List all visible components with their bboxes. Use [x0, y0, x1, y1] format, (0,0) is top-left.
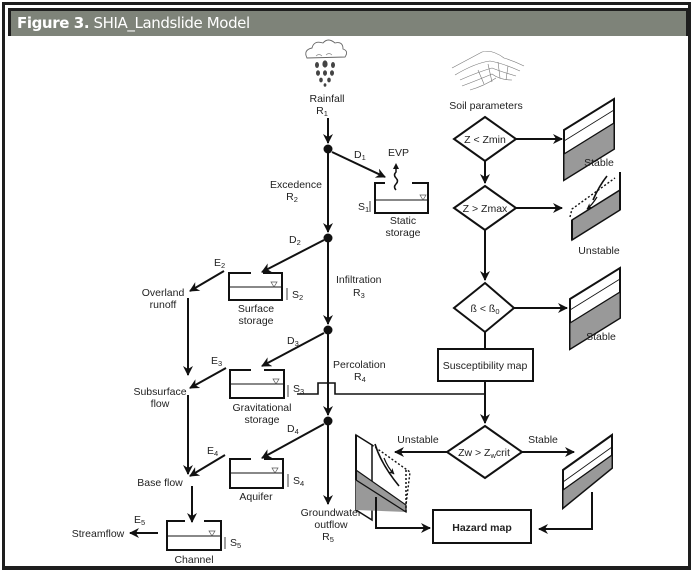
e3-arrow [189, 367, 227, 389]
s5-label: S5 [230, 537, 241, 550]
d2-label: D2 [289, 234, 301, 247]
decision-water-table [445, 424, 524, 480]
groundwater-label-1: Groundwater [301, 507, 362, 519]
mountain-sketch-icon [451, 50, 525, 91]
e4-arrow [189, 454, 226, 477]
s3-label: S3 [293, 383, 304, 396]
rainfall-label: Rainfall [309, 93, 344, 105]
node-d2 [323, 233, 333, 243]
channel-tank [166, 520, 222, 551]
e2-label: E2 [214, 257, 225, 270]
decision-z-min-text: Z < Zmin [464, 134, 506, 146]
unstable-slope-icon-final [355, 433, 411, 522]
evaporation-arrowhead [393, 163, 399, 169]
subsurface-flow-label-1: Subsurface [133, 386, 186, 398]
gravitational-storage-label-2: storage [244, 414, 279, 426]
stable-final-label: Stable [528, 434, 558, 446]
figure-frame [2, 2, 691, 570]
groundwater-symbol: R5 [322, 531, 334, 544]
unstable-to-hazard-arrow [375, 497, 431, 533]
gravitational-storage-label-1: Gravitational [233, 402, 292, 414]
unstable-label-1: Unstable [578, 245, 620, 257]
soil-parameters-label: Soil parameters [449, 100, 523, 112]
stable-label-1: Stable [584, 157, 614, 169]
susceptibility-map-label: Susceptibility map [443, 360, 528, 372]
aquifer-tank [229, 458, 284, 489]
node-d4 [323, 416, 333, 426]
aquifer-label: Aquifer [239, 491, 273, 503]
static-storage-label-1: Static [390, 215, 416, 227]
e2-arrow [189, 270, 225, 292]
stable-slope-icon-final [562, 433, 613, 511]
hazard-map-box [432, 509, 532, 544]
static-storage-tank [374, 182, 429, 214]
figure-title-bar: Figure 3. SHIA_Landslide Model [8, 8, 688, 36]
streamflow-label: Streamflow [72, 528, 125, 540]
unstable-final-label: Unstable [397, 434, 439, 446]
static-storage-label-2: storage [385, 227, 420, 239]
infiltration-label: Infiltration [336, 274, 382, 286]
d4-arrow [261, 423, 325, 459]
channel-label: Channel [174, 554, 213, 566]
rainfall-symbol: R1 [316, 105, 328, 118]
surface-storage-label-1: Surface [238, 303, 274, 315]
d2-arrow [261, 239, 325, 273]
excedence-label: Excedence [270, 179, 322, 191]
percolation-symbol: R4 [354, 371, 366, 384]
groundwater-label-2: outflow [314, 519, 348, 531]
stable-slope-icon-2 [569, 266, 621, 351]
node-d1 [323, 144, 333, 154]
hazard-map-label: Hazard map [452, 522, 512, 534]
subsurface-flow-label-2: flow [151, 398, 170, 410]
node-d3 [323, 325, 333, 335]
d3-arrow [261, 332, 325, 367]
stable-label-2: Stable [586, 331, 616, 343]
infiltration-symbol: R3 [353, 287, 365, 300]
surface-storage-tank [228, 272, 283, 301]
rain-cloud-icon [305, 39, 348, 87]
d1-label: D1 [354, 149, 366, 162]
e5-label: E5 [134, 514, 145, 527]
unstable-slope-icon-1 [569, 172, 621, 242]
connector-line [297, 382, 485, 395]
d1-arrow [331, 151, 386, 178]
stable-slope-icon-1 [563, 97, 615, 182]
s4-label: S4 [293, 475, 304, 488]
figure-title: SHIA_Landslide Model [93, 14, 251, 32]
figure-number: Figure 3. [17, 14, 90, 32]
e3-label: E3 [211, 355, 222, 368]
overland-runoff-label-2: runoff [150, 299, 177, 311]
d3-label: D3 [287, 335, 299, 348]
d4-label: D4 [287, 423, 299, 436]
e4-label: E4 [207, 445, 218, 458]
decision-slope-text: ß < ß0 [471, 303, 500, 316]
evaporation-squiggle [393, 168, 399, 191]
stable-to-hazard-arrow [538, 492, 593, 534]
percolation-label: Percolation [333, 359, 386, 371]
s2-label: S2 [292, 289, 303, 302]
evp-label: EVP [388, 147, 409, 159]
s1-label: S1 [358, 201, 369, 214]
decision-water-table-text: Zw > Zwcrit [458, 447, 510, 460]
surface-storage-label-2: storage [238, 315, 273, 327]
gravitational-storage-tank [229, 369, 285, 399]
decision-z-max-text: Z > Zmax [463, 203, 508, 215]
excedence-symbol: R2 [286, 191, 298, 204]
overland-runoff-label-1: Overland [142, 287, 185, 299]
base-flow-label: Base flow [137, 477, 183, 489]
